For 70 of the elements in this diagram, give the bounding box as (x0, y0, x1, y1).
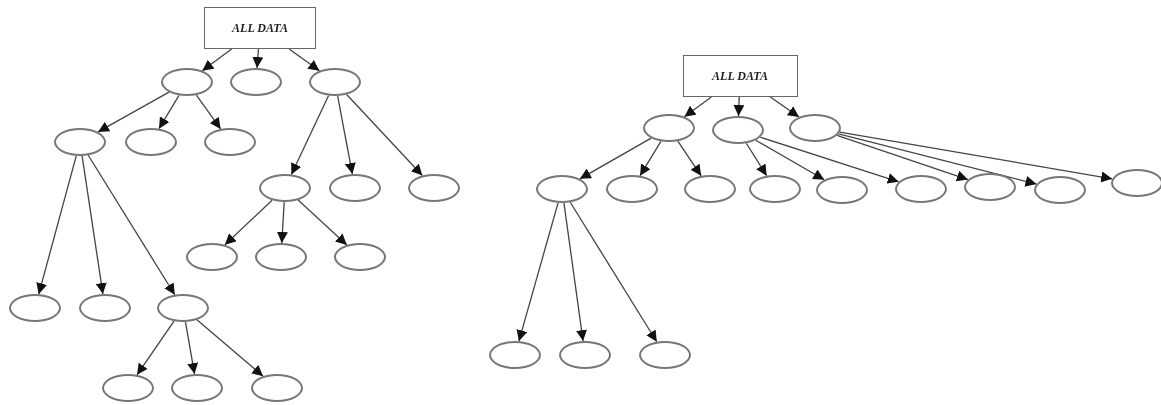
arrow (569, 201, 658, 343)
ellipse-node (964, 173, 1016, 201)
ellipse-node (749, 175, 801, 203)
arrow (290, 94, 330, 176)
ellipse-node (639, 341, 691, 369)
ellipse-node (161, 68, 213, 96)
ellipse-node (559, 341, 611, 369)
ellipse-node (102, 374, 154, 402)
arrow (683, 96, 712, 118)
ellipse-node (1034, 176, 1086, 204)
arrow (836, 134, 969, 182)
arrow (837, 133, 1038, 187)
arrow (677, 140, 702, 177)
ellipse-node (536, 175, 588, 203)
ellipse-node (186, 243, 238, 271)
arrow (346, 93, 423, 177)
ellipse-node (408, 174, 460, 202)
ellipse-node (895, 175, 947, 203)
arrow (297, 199, 348, 246)
node-label: ALL DATA (712, 68, 768, 84)
ellipse-node (230, 68, 282, 96)
ellipse-node (816, 176, 868, 204)
arrow (201, 48, 233, 72)
ellipse-node (712, 116, 764, 144)
ellipse-node (789, 114, 841, 142)
arrow (337, 95, 356, 175)
arrow (755, 139, 825, 181)
arrow (639, 140, 662, 177)
arrow (769, 96, 800, 118)
arrow (276, 201, 288, 244)
arrow (196, 319, 264, 377)
ellipse-node (643, 114, 695, 142)
arrow (36, 155, 77, 295)
ellipse-node (255, 243, 307, 271)
ellipse-node (606, 175, 658, 203)
arrow (252, 48, 264, 69)
arrow (516, 202, 559, 342)
arrow (136, 320, 175, 376)
arrow (745, 142, 768, 177)
ellipse-node (259, 174, 311, 202)
arrow (563, 202, 587, 342)
arrow (733, 96, 745, 117)
ellipse-node (79, 294, 131, 322)
arrow (81, 155, 107, 295)
arrow (224, 199, 273, 246)
arrow (97, 91, 170, 133)
arrow (839, 131, 1113, 183)
ellipse-node (9, 294, 61, 322)
label-box (682, 55, 798, 97)
ellipse-node (684, 175, 736, 203)
ellipse-node (54, 128, 106, 156)
ellipse-node (489, 341, 541, 369)
ellipse-node (1111, 169, 1161, 197)
arrow (579, 137, 652, 180)
arrow (288, 48, 321, 72)
arrow (195, 94, 222, 130)
ellipse-node (251, 374, 303, 402)
ellipse-node (171, 374, 223, 402)
node-label: ALL DATA (232, 20, 288, 36)
arrow (158, 94, 180, 130)
arrow (184, 321, 199, 375)
ellipse-node (309, 68, 361, 96)
ellipse-node (204, 128, 256, 156)
arrow (759, 136, 900, 184)
ellipse-node (157, 294, 209, 322)
arrow (87, 154, 176, 296)
label-box (204, 7, 316, 49)
ellipse-node (125, 128, 177, 156)
ellipse-node (329, 174, 381, 202)
ellipse-node (334, 243, 386, 271)
